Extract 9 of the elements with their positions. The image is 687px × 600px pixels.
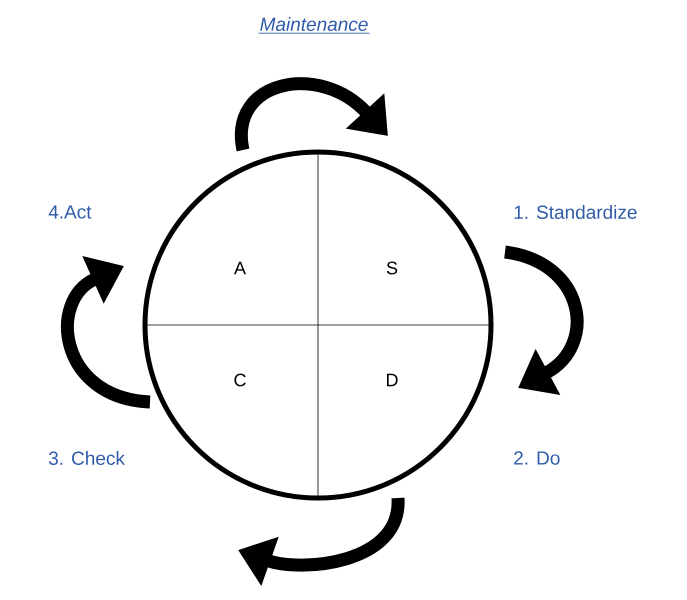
quadrant-letter: C bbox=[234, 374, 246, 386]
title: Maintenance bbox=[258, 17, 370, 34]
step-label: 4.Act bbox=[48, 205, 92, 219]
quadrant-letter: A bbox=[234, 262, 246, 274]
step-label: 3. Check bbox=[48, 451, 125, 465]
step-label: 2. Do bbox=[514, 451, 560, 465]
quadrant-letter: D bbox=[386, 374, 398, 386]
quadrant-letter: S bbox=[386, 262, 398, 274]
step-label: 1. Standardize bbox=[514, 205, 637, 219]
